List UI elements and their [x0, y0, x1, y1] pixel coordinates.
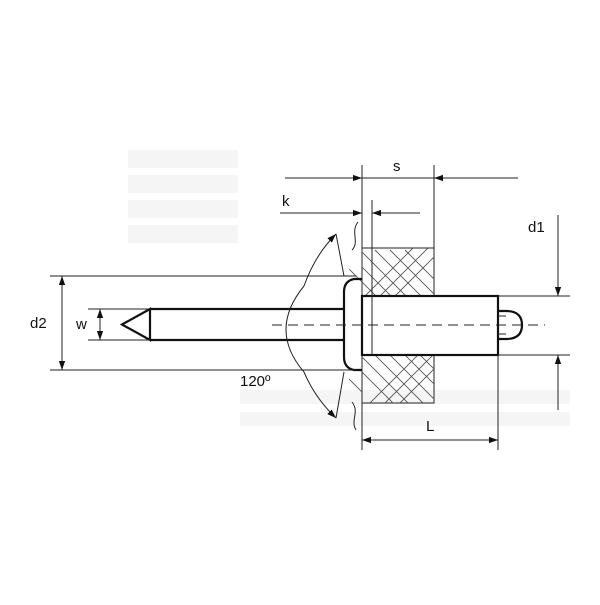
dimension-L: L — [362, 418, 498, 444]
label-s: s — [393, 158, 401, 175]
mandrel — [119, 307, 344, 342]
dimension-k: k — [280, 193, 420, 217]
label-L: L — [426, 418, 434, 435]
label-d1: d1 — [528, 219, 545, 236]
label-angle: 120º — [240, 373, 271, 390]
label-w: w — [75, 316, 87, 333]
hatch-top — [362, 248, 434, 296]
dimension-d1: d1 — [528, 215, 562, 410]
plate-bottom-outline — [362, 355, 435, 404]
break-line-top — [351, 221, 359, 251]
label-d2: d2 — [30, 315, 47, 332]
hatch-bottom — [362, 355, 434, 403]
dimension-s: s — [285, 158, 518, 182]
rivet-body — [360, 294, 500, 357]
dimension-d2: d2 — [30, 276, 66, 370]
label-k: k — [282, 193, 290, 210]
dimension-angle: 120º — [240, 233, 345, 419]
dimension-w: w — [75, 309, 104, 340]
break-line-bottom — [351, 401, 357, 431]
watermark — [128, 150, 570, 426]
